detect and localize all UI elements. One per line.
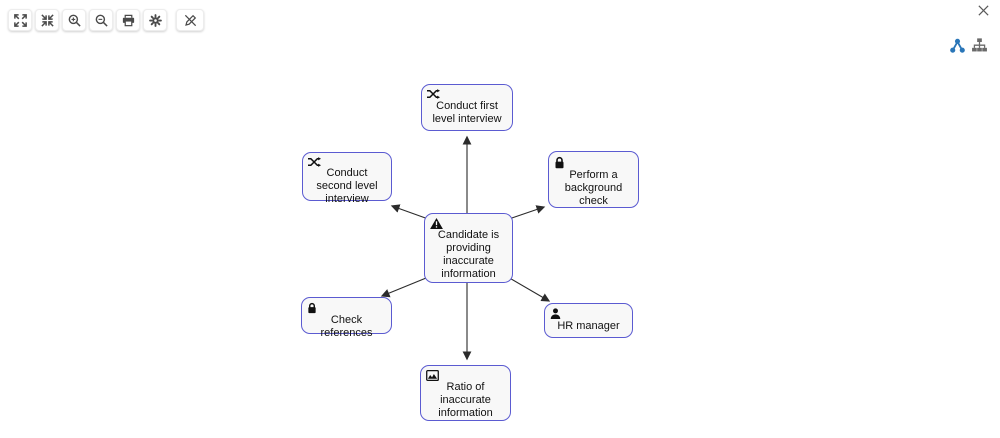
lock-icon bbox=[307, 302, 386, 314]
node-candidate-is-providing-inaccurate-information[interactable]: Candidate is providing inaccurate inform… bbox=[424, 213, 513, 283]
zoom-out-button[interactable] bbox=[89, 9, 113, 31]
node-conduct-first-level-interview[interactable]: Conduct first level interview bbox=[421, 84, 513, 131]
chart-icon bbox=[426, 370, 505, 381]
node-check-references[interactable]: Check references bbox=[301, 297, 392, 339]
exit-fullscreen-icon bbox=[40, 13, 55, 28]
view-toggles bbox=[948, 37, 988, 59]
print-icon bbox=[121, 13, 136, 28]
node-label: Perform a background check bbox=[564, 169, 623, 207]
print-button[interactable] bbox=[116, 9, 140, 31]
exit-fullscreen-button[interactable] bbox=[35, 9, 59, 31]
node-conduct-second-level-interview[interactable]: Conduct second level interview bbox=[302, 152, 392, 205]
network-view-button[interactable] bbox=[948, 37, 966, 59]
close-button[interactable] bbox=[974, 4, 992, 22]
zoom-in-icon bbox=[67, 13, 82, 28]
settings-button[interactable] bbox=[143, 9, 167, 31]
edit-disabled-button[interactable] bbox=[176, 9, 204, 31]
node-label: Candidate is providing inaccurate inform… bbox=[437, 229, 500, 280]
edit-off-icon bbox=[183, 13, 198, 28]
node-ratio-of-inaccurate-information[interactable]: Ratio of inaccurate information bbox=[420, 365, 511, 421]
zoom-in-button[interactable] bbox=[62, 9, 86, 31]
lock-icon bbox=[554, 156, 633, 169]
settings-icon bbox=[148, 13, 163, 28]
warning-icon bbox=[430, 218, 507, 229]
hierarchy-view-button[interactable] bbox=[970, 37, 988, 59]
shuffle-icon bbox=[427, 89, 507, 100]
node-perform-a-background-check[interactable]: Perform a background check bbox=[548, 151, 639, 208]
shuffle-icon bbox=[308, 157, 386, 167]
node-label: HR manager bbox=[557, 320, 620, 332]
toolbar bbox=[8, 9, 204, 31]
node-label: Ratio of inaccurate information bbox=[438, 381, 493, 419]
node-label: Conduct second level interview bbox=[316, 167, 378, 205]
fullscreen-button[interactable] bbox=[8, 9, 32, 31]
network-view-icon bbox=[949, 37, 966, 59]
close-icon bbox=[977, 4, 990, 22]
person-icon bbox=[550, 308, 627, 320]
node-hr-manager[interactable]: HR manager bbox=[544, 303, 633, 338]
fullscreen-icon bbox=[13, 13, 28, 28]
hierarchy-view-icon bbox=[971, 37, 988, 59]
node-label: Check references bbox=[320, 314, 373, 339]
node-label: Conduct first level interview bbox=[432, 100, 502, 125]
zoom-out-icon bbox=[94, 13, 109, 28]
